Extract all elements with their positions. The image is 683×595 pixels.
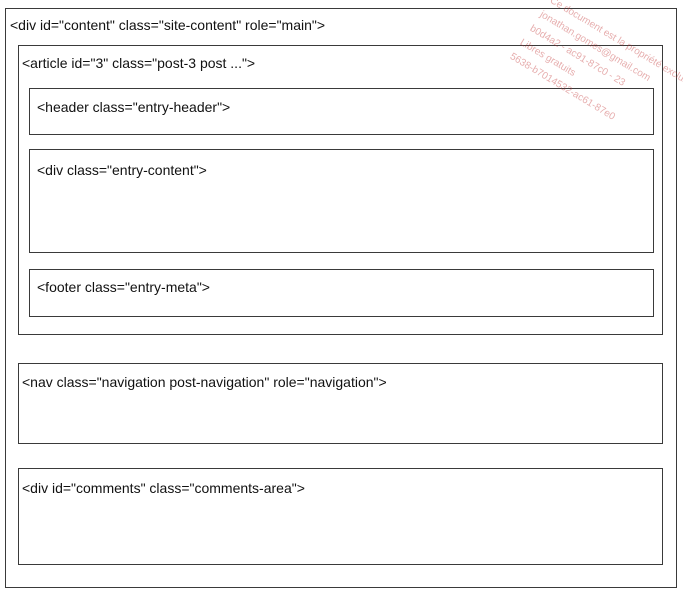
article-label: <article id="3" class="post-3 post ..."> bbox=[22, 55, 256, 71]
article-box bbox=[18, 45, 663, 335]
post-navigation-box bbox=[18, 363, 663, 444]
content-box bbox=[5, 8, 677, 588]
entry-meta-box bbox=[29, 269, 654, 317]
comments-area-box bbox=[18, 468, 663, 565]
entry-meta-label: <footer class="entry-meta"> bbox=[37, 279, 210, 295]
post-navigation-label: <nav class="navigation post-navigation" … bbox=[22, 374, 387, 390]
comments-area-label: <div id="comments" class="comments-area"… bbox=[22, 480, 305, 496]
entry-content-box bbox=[29, 149, 654, 253]
entry-header-label: <header class="entry-header"> bbox=[37, 99, 231, 115]
entry-header-box bbox=[29, 88, 654, 135]
entry-content-label: <div class="entry-content"> bbox=[37, 162, 207, 178]
content-label: <div id="content" class="site-content" r… bbox=[10, 17, 326, 33]
